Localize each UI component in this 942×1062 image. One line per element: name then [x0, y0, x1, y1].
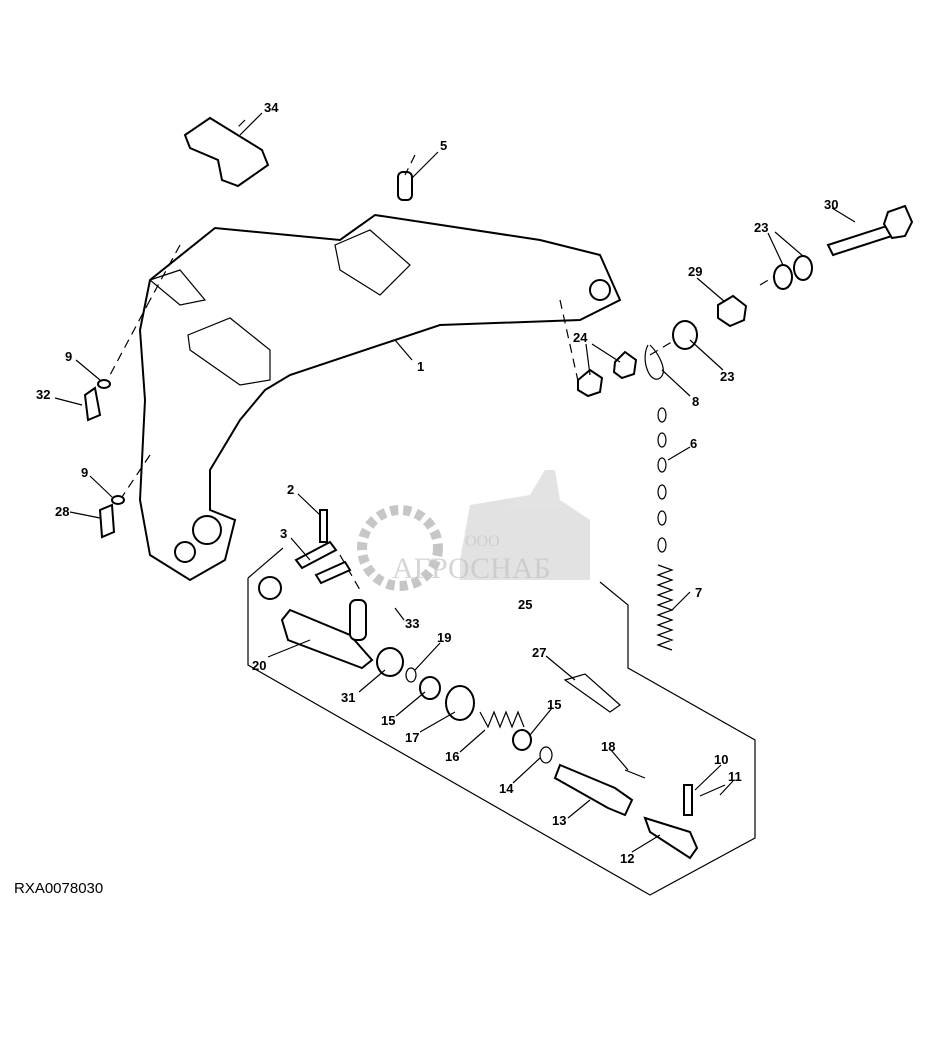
- callout-20: 20: [252, 658, 266, 673]
- callout-5: 5: [440, 138, 447, 153]
- plate-34: [183, 116, 270, 188]
- callout-14: 14: [499, 781, 514, 796]
- watermark-line1: ООО: [465, 533, 500, 550]
- callout-30: 30: [824, 197, 838, 212]
- frame-1: [138, 213, 622, 582]
- callout-labels: 34 5 30 23 29 24 1 8 23 9 32 6 9 28 2 3 …: [36, 100, 838, 866]
- callout-8: 8: [692, 394, 699, 409]
- figure-reference-id: RXA0078030: [14, 880, 104, 897]
- callout-12: 12: [620, 851, 634, 866]
- watermark-line2: АГРОСНАБ: [392, 552, 551, 585]
- pin-5: [397, 171, 413, 201]
- chain-6: [657, 407, 667, 553]
- callout-9: 9: [65, 349, 72, 364]
- callout-6: 6: [690, 436, 697, 451]
- rod-13: [553, 763, 634, 817]
- callout-15: 15: [381, 713, 395, 728]
- callout-16: 16: [445, 749, 459, 764]
- callout-31: 31: [341, 690, 355, 705]
- callout-15b: 15: [547, 697, 561, 712]
- callout-27: 27: [532, 645, 546, 660]
- callout-2: 2: [287, 482, 294, 497]
- watermark-logo: ООО АГРОСНАБ: [357, 470, 590, 591]
- callout-13: 13: [552, 813, 566, 828]
- callout-17: 17: [405, 730, 419, 745]
- callout-7: 7: [695, 585, 702, 600]
- callout-25: 25: [518, 597, 532, 612]
- callout-32: 32: [36, 387, 50, 402]
- callout-28: 28: [55, 504, 69, 519]
- callout-3: 3: [280, 526, 287, 541]
- callout-23: 23: [754, 220, 768, 235]
- callout-29: 29: [688, 264, 702, 279]
- callout-11: 11: [728, 769, 742, 784]
- callout-10: 10: [714, 752, 728, 767]
- callout-19: 19: [437, 630, 451, 645]
- callout-18: 18: [601, 739, 615, 754]
- callout-23b: 23: [720, 369, 734, 384]
- bolt-30: [826, 223, 897, 257]
- callout-1: 1: [417, 359, 424, 374]
- callout-9b: 9: [81, 465, 88, 480]
- callout-34: 34: [264, 100, 279, 115]
- assembly-outline: [247, 547, 756, 896]
- callout-33: 33: [405, 616, 419, 631]
- spring-7: [656, 564, 674, 651]
- callout-24: 24: [573, 330, 588, 345]
